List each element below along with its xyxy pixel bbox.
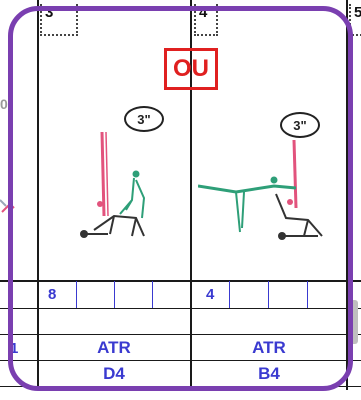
grid-line-middle <box>190 0 192 390</box>
grid-line-bottom <box>0 386 361 387</box>
left-edge-angle-mark: 0° <box>0 96 14 112</box>
scrollbar-thumb[interactable] <box>350 300 358 344</box>
column-number-3: 3 <box>40 4 78 36</box>
column-number-5: 5 <box>349 4 361 36</box>
row-code-label: D4 <box>103 364 125 383</box>
row-atr-label: ATR <box>97 338 131 357</box>
extension-pose-figure-icon <box>198 139 323 240</box>
grid-line-row4 <box>0 360 361 361</box>
grid-line-row1 <box>0 280 361 282</box>
grid-line-left <box>37 0 39 390</box>
left-edge-row-mark: 1 <box>10 340 19 357</box>
duration-bubble: 3" <box>280 112 320 138</box>
row-atr-label: ATR <box>252 338 286 357</box>
grid-line-right <box>346 0 348 390</box>
count-box-line <box>152 281 153 308</box>
ou-label-box: OU <box>164 48 218 90</box>
count-box-line <box>229 281 230 308</box>
count-box-line <box>268 281 269 308</box>
count-value: 4 <box>206 286 215 303</box>
count-box-line <box>114 281 115 308</box>
chair-pose-figure-icon <box>80 131 146 238</box>
duration-bubble: 3" <box>124 106 164 132</box>
count-value: 8 <box>48 286 57 303</box>
column-number-4: 4 <box>194 4 218 36</box>
grid-line-row3 <box>0 334 361 335</box>
left-edge-figure-fragment <box>0 199 15 213</box>
count-box-line <box>76 281 77 308</box>
row-code-label: B4 <box>258 364 280 383</box>
count-box-line <box>307 281 308 308</box>
grid-line-row2 <box>0 308 361 309</box>
